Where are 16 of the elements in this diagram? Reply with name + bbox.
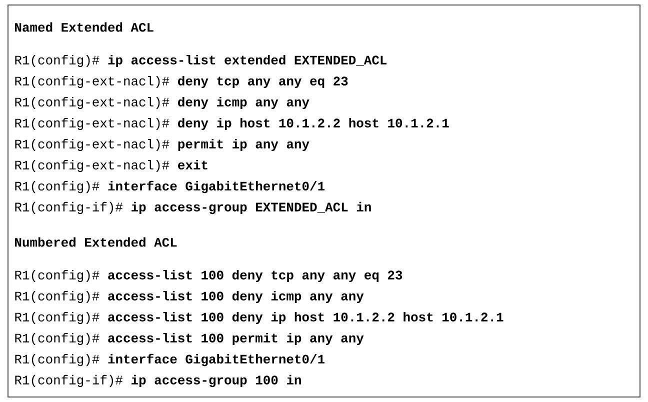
section-heading: Named Extended ACL [15, 22, 154, 32]
command-line: R1(config)# access-list 100 deny tcp any any eq 23 [15, 270, 402, 282]
section-heading: Numbered Extended ACL [15, 237, 177, 247]
command-line: R1(config-if)# ip access-group 100 in [15, 374, 301, 388]
command-line: R1(config-ext-nacl)# deny icmp any any [15, 96, 310, 110]
command-line: R1(config)# interface GigabitEthernet0/1 [15, 180, 324, 194]
command-line: R1(config-ext-nacl)# deny ip host 10.1.2.2 host 10.1.2.1 [15, 118, 449, 130]
command-line: R1(config-ext-nacl)# permit ip any any [15, 138, 310, 152]
command-line: R1(config)# ip access-list extended EXTENDED_ACL [15, 54, 387, 68]
command-line: R1(config)# access-list 100 deny icmp any any [15, 290, 364, 304]
command-line: R1(config-if)# ip access-group EXTENDED_ACL in [15, 202, 371, 214]
command-line: R1(config)# interface GigabitEthernet0/1 [15, 354, 324, 366]
command-line: R1(config-ext-nacl)# deny tcp any any eq 23 [15, 76, 348, 88]
command-line: R1(config-ext-nacl)# exit [15, 160, 208, 172]
command-line: R1(config)# access-list 100 deny ip host 10.1.2.2 host 10.1.2.1 [15, 312, 504, 324]
command-line: R1(config)# access-list 100 permit ip any any [15, 332, 364, 346]
